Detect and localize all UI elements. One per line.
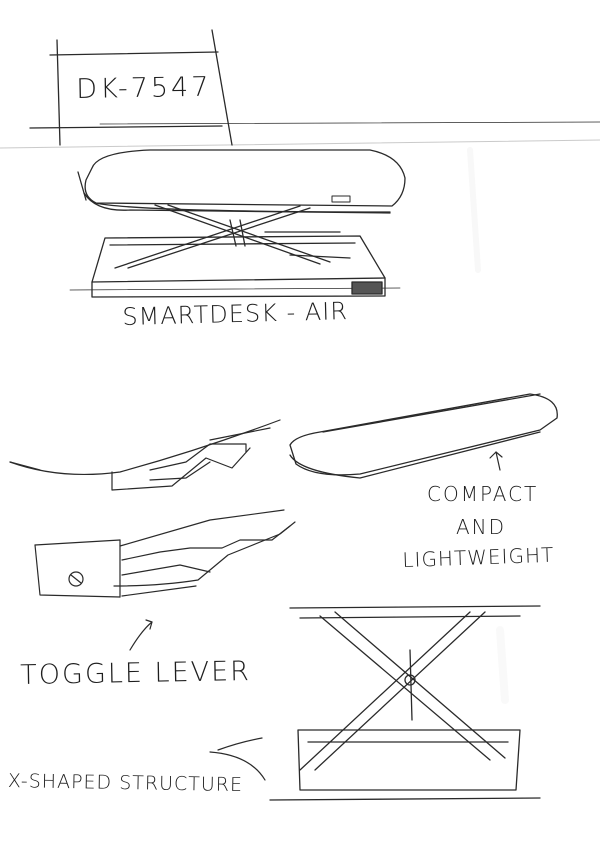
desk-riser-sketch — [69, 149, 406, 298]
annotation-arrows — [129, 451, 503, 781]
x-structure-sketch — [269, 605, 541, 801]
x-structure-callout: X-SHAPED STRUCTURE — [7, 770, 244, 797]
model-code-label: DK-7547 — [76, 71, 212, 105]
toggle-lever-callout: TOGGLE LEVER — [20, 655, 252, 691]
background-strokes — [0, 139, 600, 704]
toggle-lever-sketch — [9, 419, 296, 598]
compact-callout-line1: COMPACT — [427, 482, 539, 506]
product-name-label: SMARTDESK - AIR — [122, 297, 349, 331]
title-box — [29, 29, 600, 146]
compact-callout-line2: AND — [456, 515, 507, 539]
desk-board-sketch — [289, 393, 558, 479]
